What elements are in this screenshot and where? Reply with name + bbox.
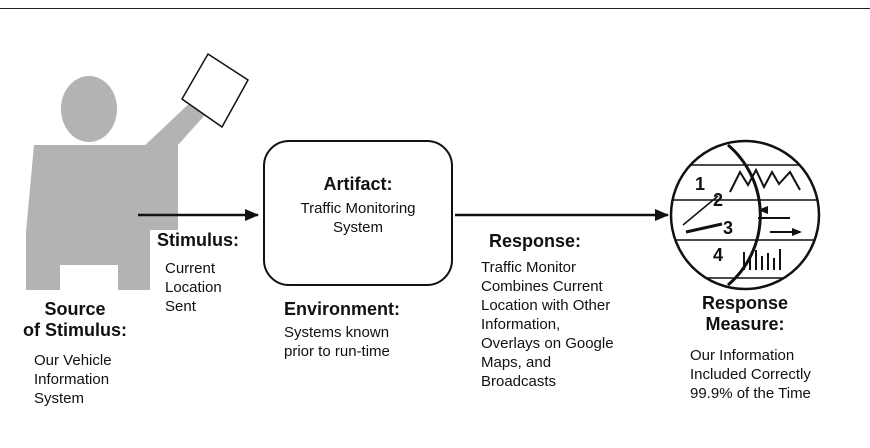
artifact-box [263, 140, 453, 286]
response-desc-line: Combines Current [481, 278, 603, 295]
response-description: Traffic Monitor Combines Current Locatio… [481, 258, 614, 391]
dial-number-2: 2 [713, 190, 724, 210]
dial-number-3: 3 [723, 218, 734, 238]
artifact-title: Artifact: [323, 174, 393, 194]
environment-description: Systems known prior to run-time [284, 323, 390, 361]
response-desc-line: Location with Other [481, 297, 611, 314]
source-of-stimulus-title: Source of Stimulus: [0, 299, 150, 341]
response-desc-line: Broadcasts [481, 373, 557, 390]
response-measure-desc-line: 99.9% of the Time [690, 385, 811, 402]
response-desc-line: Overlays on Google [481, 335, 614, 352]
source-desc-line: Information [34, 371, 110, 388]
stimulus-desc-line: Sent [165, 298, 196, 315]
artifact-label: Artifact: Traffic Monitoring System [263, 174, 453, 237]
response-measure-title-line1: Response [701, 293, 789, 313]
response-title: Response: [489, 231, 582, 251]
response-desc-line: Information, [481, 316, 561, 333]
response-measure-desc-line: Our Information [690, 347, 795, 364]
response-desc-line: Traffic Monitor [481, 259, 577, 276]
response-measure-description: Our Information Included Correctly 99.9%… [690, 346, 811, 403]
response-measure-desc-line: Included Correctly [690, 366, 811, 383]
source-title-line2: of Stimulus: [23, 320, 127, 340]
stimulus-desc-line: Location [165, 279, 222, 296]
response-measure-title: Response Measure: [660, 293, 830, 335]
person-icon [26, 76, 215, 290]
source-desc-line: System [34, 390, 85, 407]
source-title-line1: Source [44, 299, 106, 319]
stimulus-title: Stimulus: [157, 230, 240, 250]
source-desc-line: Our Vehicle [34, 352, 112, 369]
source-description: Our Vehicle Information System [34, 351, 112, 408]
paper-sheet-icon [181, 52, 249, 129]
stimulus-desc-line: Current [165, 260, 216, 277]
stimulus-description: Current Location Sent [165, 259, 222, 316]
response-measure-title-line2: Measure: [705, 314, 785, 334]
response-desc-line: Maps, and [481, 354, 552, 371]
artifact-desc-line: System [332, 219, 383, 236]
measurement-dial-icon [669, 139, 821, 291]
environment-title: Environment: [284, 299, 401, 319]
artifact-desc-line: Traffic Monitoring [300, 200, 416, 217]
dial-number-1: 1 [695, 174, 706, 194]
top-rule [0, 8, 870, 9]
dial-number-4: 4 [713, 245, 724, 265]
environment-desc-line: Systems known [284, 324, 390, 341]
environment-desc-line: prior to run-time [284, 343, 390, 360]
